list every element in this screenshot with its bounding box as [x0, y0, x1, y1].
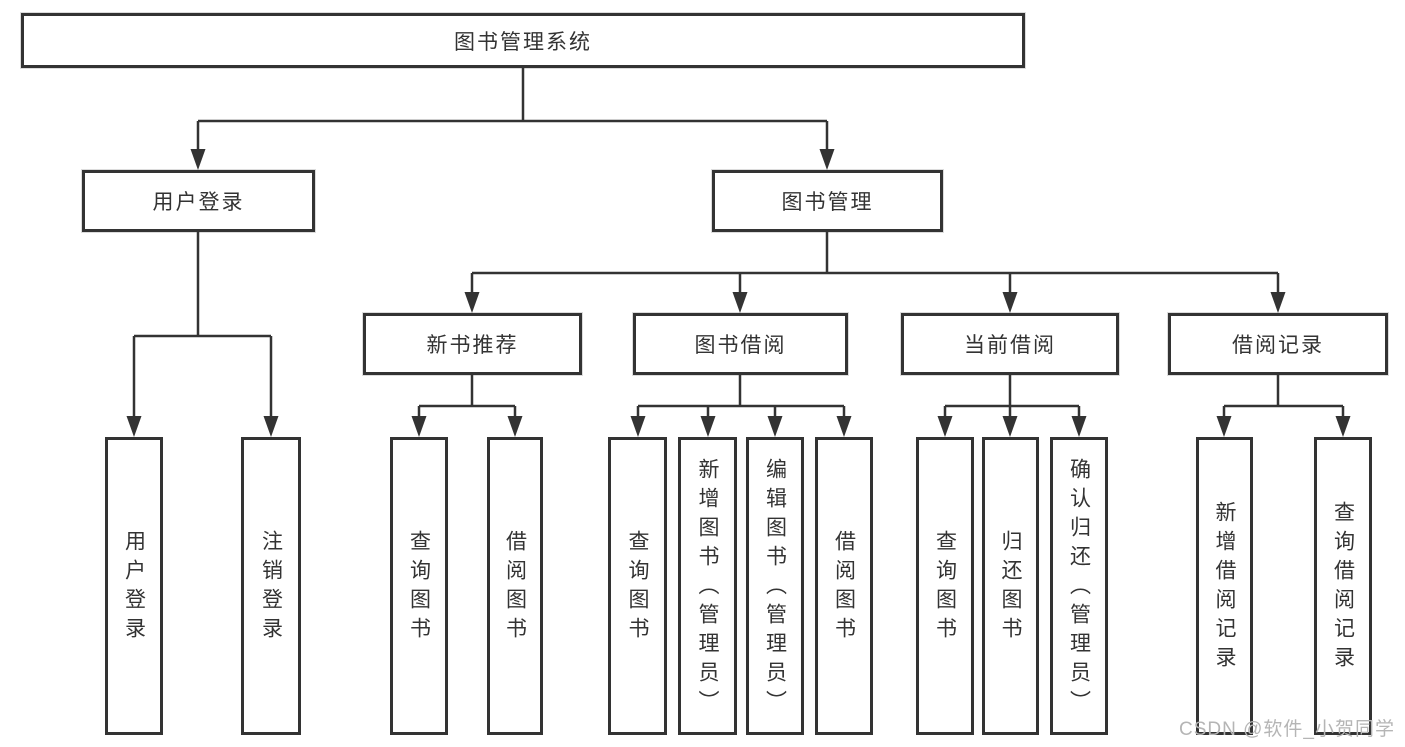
leaf-user-login: 用户登录 [105, 437, 163, 735]
csdn-watermark: CSDN @软件_小贺同学 [1179, 719, 1395, 740]
leaf-logout: 注销登录 [241, 437, 301, 735]
leaf-query-book-recommend: 查询图书 [390, 437, 448, 735]
node-root: 图书管理系统 [21, 13, 1025, 68]
node-borrow-records: 借阅记录 [1168, 313, 1388, 375]
leaf-return-book: 归还图书 [982, 437, 1039, 735]
leaf-borrow-book-recommend: 借阅图书 [487, 437, 543, 735]
leaf-edit-book-admin: 编辑图书（管理员） [746, 437, 804, 735]
node-new-book-recommend: 新书推荐 [363, 313, 582, 375]
leaf-add-book-admin: 新增图书（管理员） [678, 437, 737, 735]
leaf-query-book-current: 查询图书 [916, 437, 974, 735]
node-user-login: 用户登录 [82, 170, 315, 232]
node-book-borrow: 图书借阅 [633, 313, 848, 375]
leaf-borrow-book-borrow: 借阅图书 [815, 437, 873, 735]
leaf-query-book-borrow: 查询图书 [608, 437, 667, 735]
leaf-query-borrow-record: 查询借阅记录 [1314, 437, 1372, 735]
node-current-borrow: 当前借阅 [901, 313, 1119, 375]
leaf-confirm-return-admin: 确认归还（管理员） [1050, 437, 1108, 735]
node-book-management: 图书管理 [712, 170, 943, 232]
leaf-add-borrow-record: 新增借阅记录 [1196, 437, 1253, 735]
